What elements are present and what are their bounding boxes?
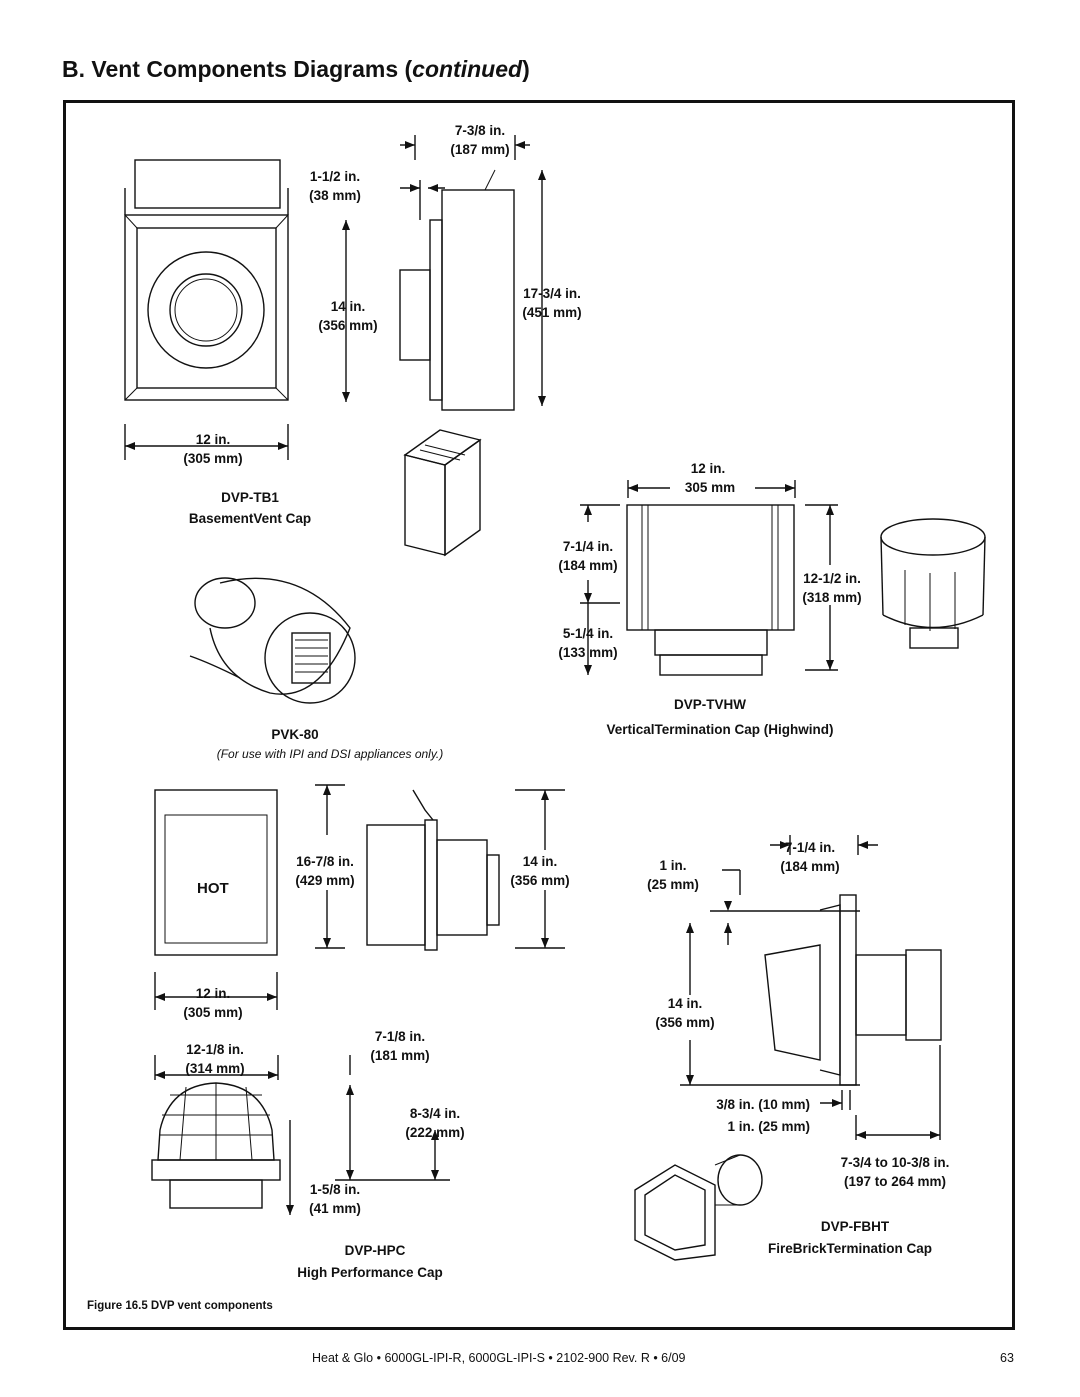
fbht-model: DVP-FBHT bbox=[820, 1219, 890, 1234]
tvhw-height-318: 12-1/2 in.(318 mm) bbox=[802, 571, 862, 605]
tb1-depth: 1-1/2 in.(38 mm) bbox=[309, 169, 361, 203]
page-footer: Heat & Glo • 6000GL-IPI-R, 6000GL-IPI-S … bbox=[312, 1351, 686, 1365]
hpc-height-429: 16-7/8 in.(429 mm) bbox=[295, 854, 355, 888]
fbht-offset-25: 1 in.(25 mm) bbox=[647, 858, 699, 892]
tb1-height-17: 17-3/4 in.(451 mm) bbox=[522, 286, 582, 320]
pvk-80-model: PVK-80 bbox=[271, 727, 319, 742]
tvhw-width-in: 12 in. bbox=[690, 461, 726, 476]
fbht-width-184: 7-1/4 in.(184 mm) bbox=[780, 840, 840, 874]
hpc-name: High Performance Cap bbox=[297, 1265, 443, 1280]
fbht-range: 7-3/4 to 10-3/8 in.(197 to 264 mm) bbox=[840, 1155, 950, 1189]
tb1-top-width: 7-3/8 in.(187 mm) bbox=[450, 123, 510, 157]
fbht-dim-25mm: 1 in. (25 mm) bbox=[727, 1119, 810, 1134]
tvhw-width-mm: 305 mm bbox=[684, 480, 736, 495]
figure-caption: Figure 16.5 DVP vent components bbox=[87, 1300, 273, 1312]
dvp-tb1-side-drawing bbox=[342, 135, 546, 411]
tb1-name: BasementVent Cap bbox=[188, 511, 312, 526]
hpc-height-222: 8-3/4 in.(222 mm) bbox=[405, 1106, 465, 1140]
tvhw-model: DVP-TVHW bbox=[674, 697, 746, 712]
tb1-height-14: 14 in.(356 mm) bbox=[318, 299, 378, 333]
dvp-fbht-side-drawing bbox=[680, 835, 942, 1140]
fbht-dim-10mm: 3/8 in. (10 mm) bbox=[716, 1097, 810, 1112]
tvhw-name: VerticalTermination Cap (Highwind) bbox=[606, 722, 834, 737]
dvp-tb1-front-drawing bbox=[124, 159, 289, 460]
fbht-height-356: 14 in.(356 mm) bbox=[655, 996, 715, 1030]
figure-frame bbox=[63, 100, 1015, 1330]
pvk-80-note: (For use with IPI and DSI appliances onl… bbox=[216, 747, 444, 761]
hpc-depth-356: 14 in.(356 mm) bbox=[510, 854, 570, 888]
page-number: 63 bbox=[1000, 1351, 1014, 1365]
tb1-model: DVP-TB1 bbox=[221, 490, 279, 505]
dvp-hpc-side-drawing bbox=[315, 784, 565, 951]
dvp-hpc-front-drawing bbox=[154, 789, 278, 1010]
pvk-80-drawing bbox=[189, 577, 356, 704]
tvhw-height-184: 7-1/4 in.(184 mm) bbox=[558, 539, 618, 573]
hpc-width-12: 12 in.(305 mm) bbox=[183, 986, 243, 1020]
hpc-width-314: 12-1/8 in.(314 mm) bbox=[185, 1042, 245, 1076]
tb1-width-12: 12 in.(305 mm) bbox=[183, 432, 243, 466]
tvhw-height-133: 5-1/4 in.(133 mm) bbox=[558, 626, 618, 660]
hot-label: HOT bbox=[197, 880, 229, 897]
dvp-hpc-isometric-drawing bbox=[151, 1055, 450, 1215]
hpc-model: DVP-HPC bbox=[344, 1243, 406, 1258]
fbht-name: FireBrickTermination Cap bbox=[767, 1241, 933, 1256]
dvp-tvhw-isometric-drawing bbox=[880, 518, 986, 649]
hpc-width-181: 7-1/8 in.(181 mm) bbox=[370, 1029, 430, 1063]
hpc-height-41: 1-5/8 in.(41 mm) bbox=[309, 1182, 361, 1216]
dvp-tvhw-drawing bbox=[580, 480, 838, 676]
section-heading: B. Vent Components Diagrams (continued) bbox=[62, 56, 530, 82]
dvp-tb1-isometric-drawing bbox=[403, 429, 482, 557]
dvp-fbht-isometric-drawing bbox=[634, 1154, 763, 1261]
